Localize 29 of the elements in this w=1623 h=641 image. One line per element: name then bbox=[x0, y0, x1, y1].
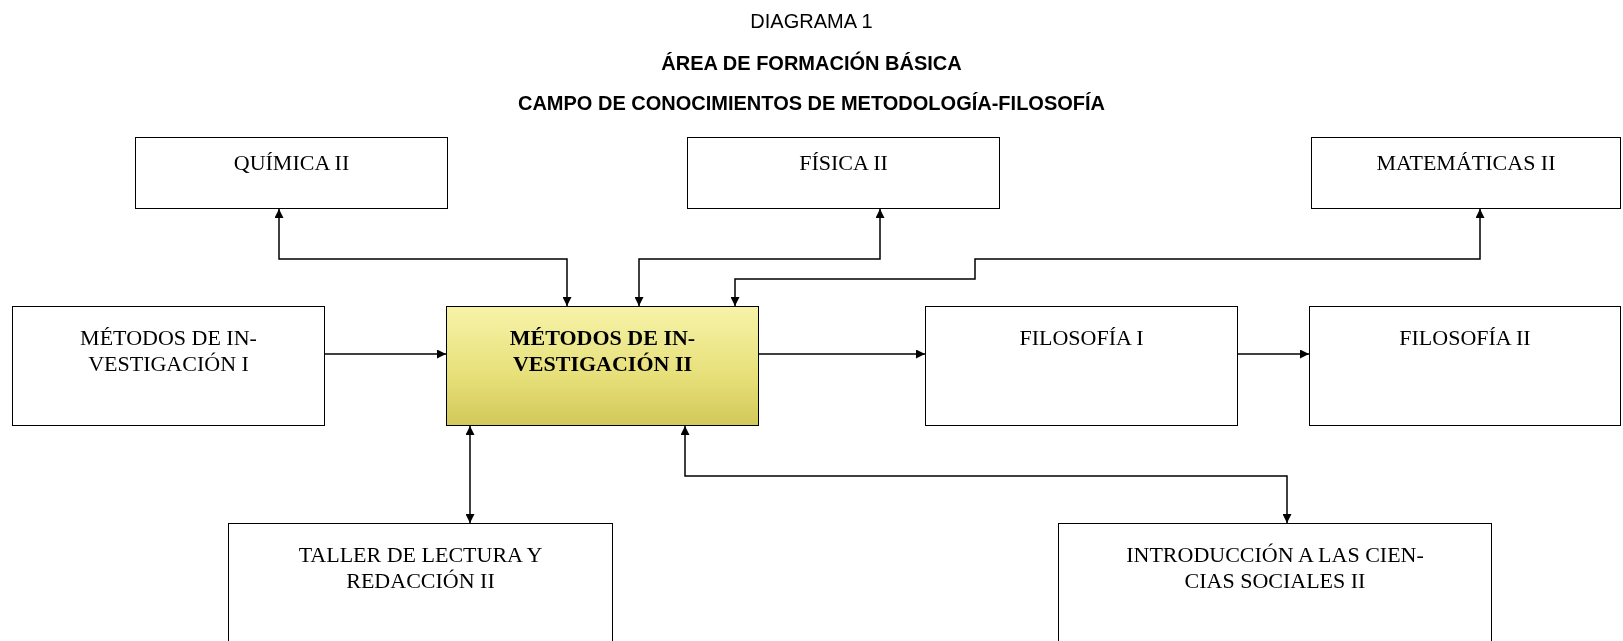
course-name: FILOSOFÍA I bbox=[1018, 325, 1145, 351]
arrow bbox=[1237, 349, 1310, 359]
arrow bbox=[680, 425, 1292, 524]
arrow bbox=[634, 208, 885, 307]
course-box bbox=[1058, 523, 1492, 641]
heading: CAMPO DE CONOCIMIENTOS DE METODOLOGÍA-FILOSOFÍA bbox=[517, 92, 1106, 115]
course-name: QUÍMICA II bbox=[232, 150, 351, 176]
course-name: MÉTODOS DE IN- VESTIGACIÓN I bbox=[79, 325, 258, 377]
heading: ÁREA DE FORMACIÓN BÁSICA bbox=[661, 52, 962, 75]
course-name: TALLER DE LECTURA Y REDACCIÓN II bbox=[297, 542, 544, 594]
course-name: FILOSOFÍA II bbox=[1398, 325, 1532, 351]
course-name: FÍSICA II bbox=[798, 150, 889, 176]
course-box bbox=[135, 137, 448, 209]
course-name: MÉTODOS DE IN- VESTIGACIÓN II bbox=[508, 325, 697, 377]
course-name: INTRODUCCIÓN A LAS CIEN- CIAS SOCIALES II bbox=[1125, 542, 1425, 594]
arrow bbox=[730, 208, 1485, 307]
highlighted-box bbox=[446, 306, 759, 426]
course-box bbox=[1309, 306, 1621, 426]
arrow bbox=[465, 425, 475, 524]
arrow bbox=[324, 349, 447, 359]
diagram-title: DIAGRAMA 1 bbox=[750, 10, 873, 33]
course-box bbox=[687, 137, 1000, 209]
course-box bbox=[228, 523, 613, 641]
course-box bbox=[925, 306, 1238, 426]
arrow bbox=[758, 349, 926, 359]
course-box bbox=[12, 306, 325, 426]
course-name: MATEMÁTICAS II bbox=[1375, 150, 1557, 176]
course-box bbox=[1311, 137, 1621, 209]
arrow bbox=[274, 208, 572, 307]
